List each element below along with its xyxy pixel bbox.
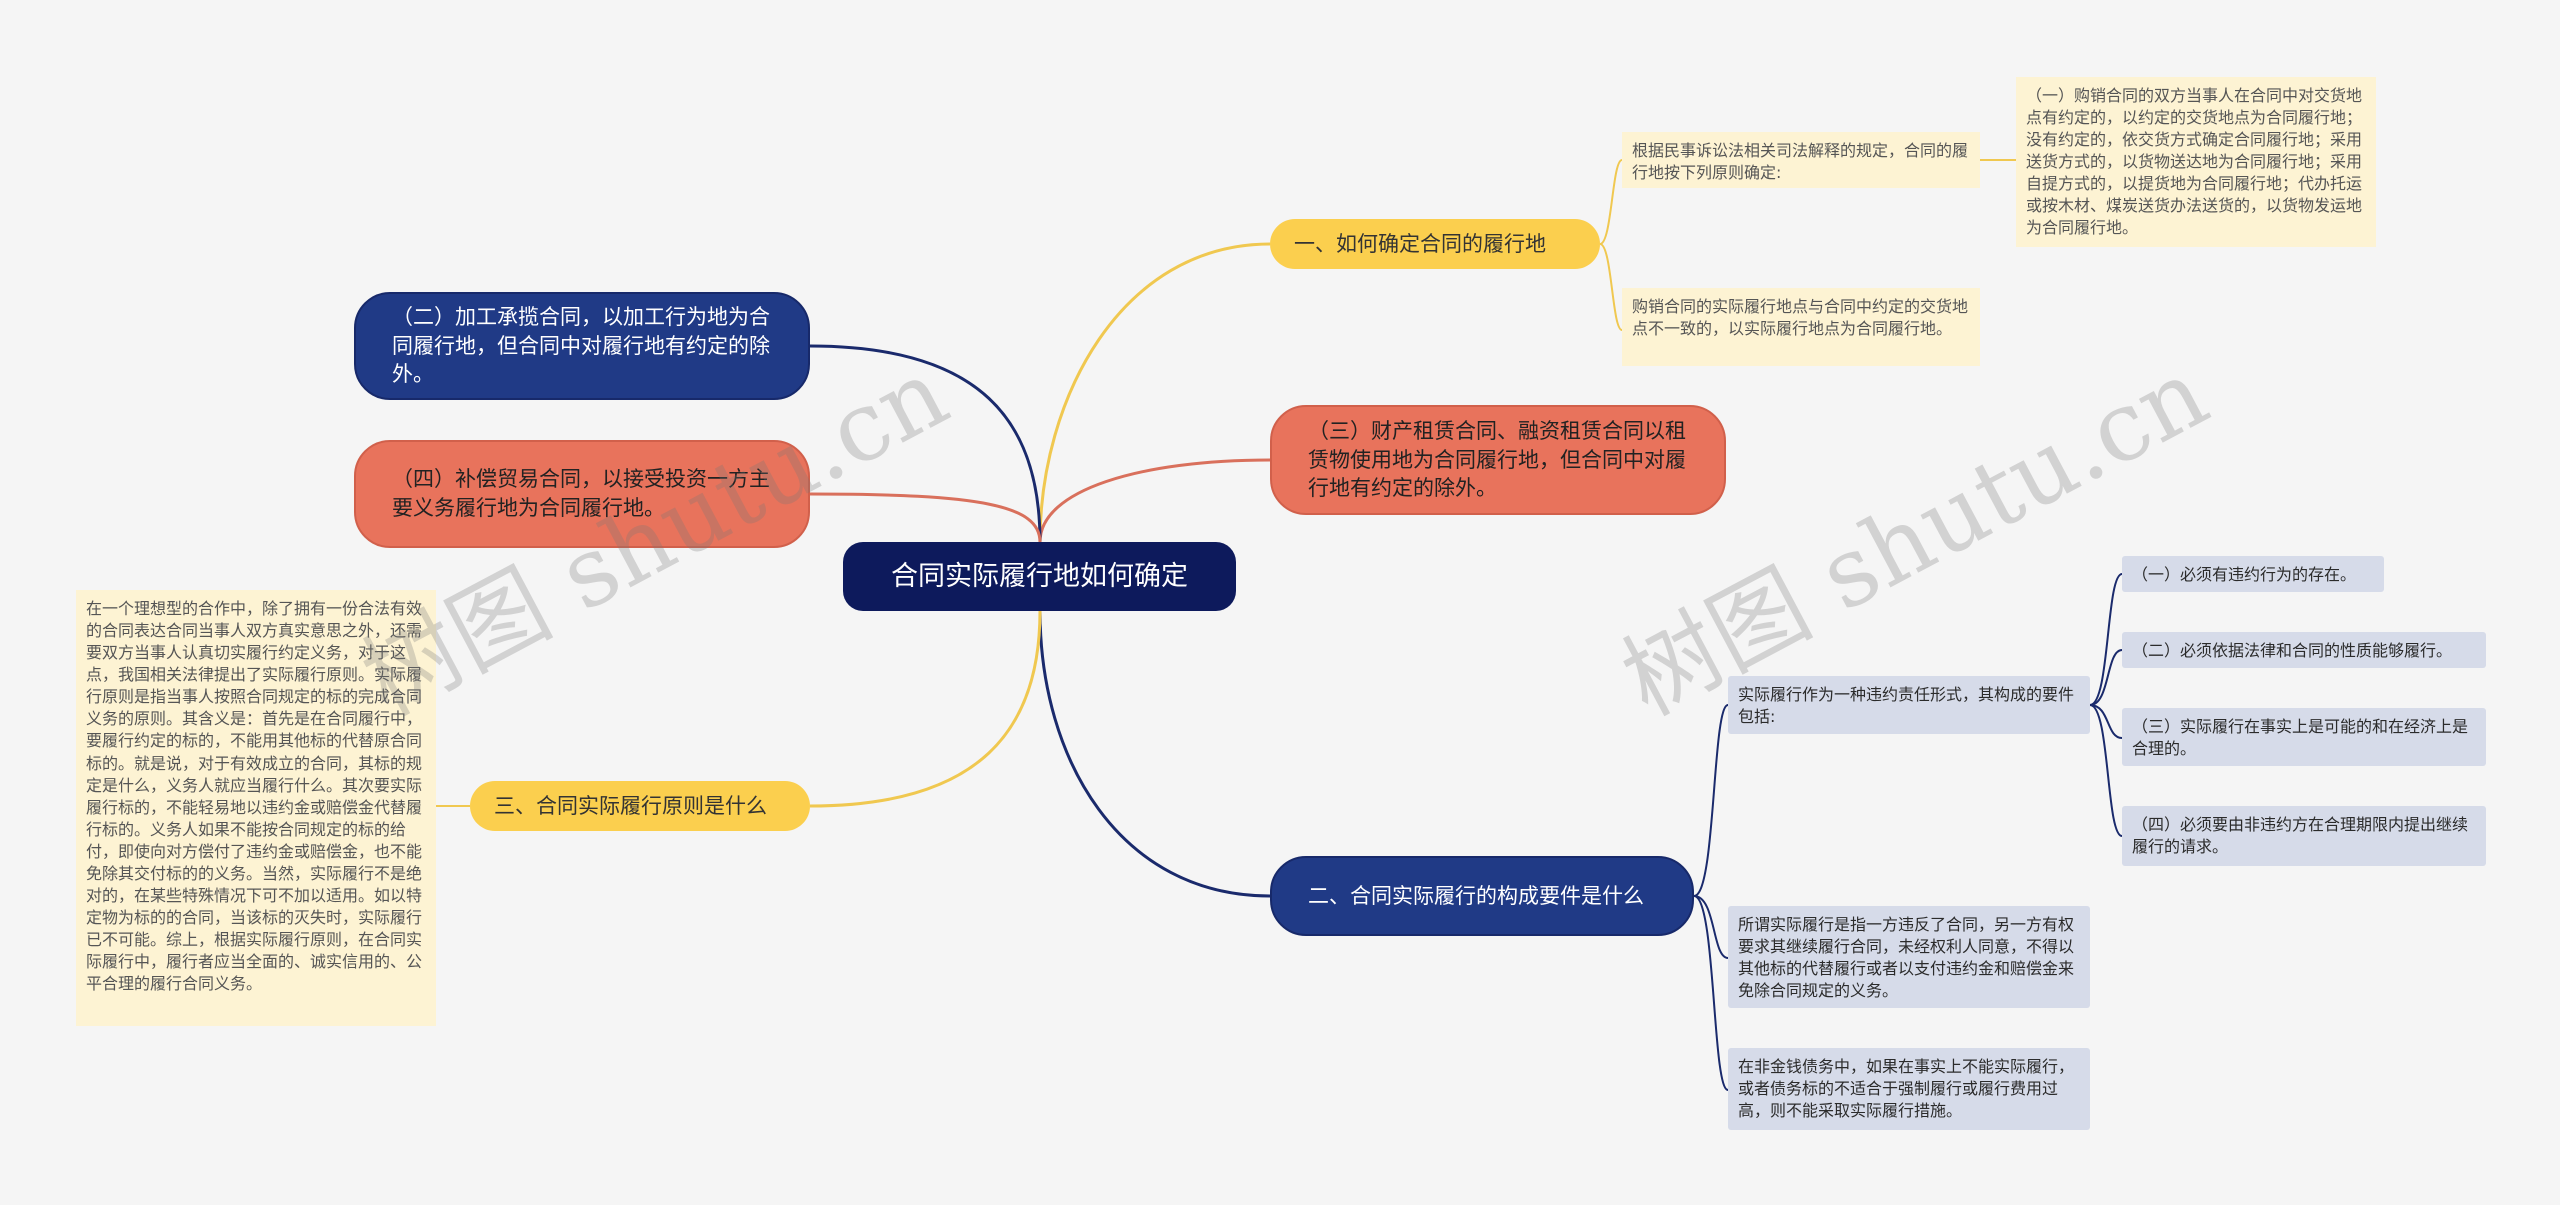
link-b1-a (1599, 159, 1623, 245)
leaf-element-law-nature[interactable]: （二）必须依据法律和合同的性质能够履行。 (2122, 632, 2486, 668)
branch-label: （二）加工承揽合同，以加工行为地为合同履行地，但合同中对履行地有约定的除外。 (392, 304, 770, 387)
link-b2a-a2 (2089, 649, 2123, 706)
leaf-element-feasible[interactable]: （三）实际履行在事实上是可能的和在经济上是合理的。 (2122, 708, 2486, 766)
leaf-text: 在一个理想型的合作中，除了拥有一份合法有效的合同表达合同当事人双方真实意思之外，… (86, 599, 423, 994)
link-b1-b (1599, 243, 1623, 331)
root-node[interactable]: 合同实际履行地如何确定 (843, 542, 1236, 611)
link-b2a-a4 (2089, 704, 2123, 837)
leaf-definition[interactable]: 所谓实际履行是指一方违反了合同，另一方有权要求其继续履行合同，未经权利人同意，不… (1728, 906, 2090, 1008)
root-label: 合同实际履行地如何确定 (891, 560, 1188, 592)
leaf-text: （一）购销合同的双方当事人在合同中对交货地点有约定的，以约定的交货地点为合同履行… (2026, 86, 2363, 238)
link-b2a-a1 (2089, 573, 2123, 706)
branch-label: （四）补偿贸易合同，以接受投资一方主要义务履行地为合同履行地。 (392, 467, 770, 520)
leaf-text: 购销合同的实际履行地点与合同中约定的交货地点不一致的，以实际履行地点为合同履行地… (1632, 297, 1969, 339)
link-root-b4 (809, 344, 1042, 543)
branch-label: 一、如何确定合同的履行地 (1294, 231, 1546, 256)
link-b2a-a3 (2089, 704, 2123, 739)
leaf-actual-place-differs[interactable]: 购销合同的实际履行地点与合同中约定的交货地点不一致的，以实际履行地点为合同履行地… (1622, 288, 1980, 366)
leaf-text: 根据民事诉讼法相关司法解释的规定，合同的履行地按下列原则确定: (1632, 141, 1969, 183)
leaf-sales-contract-delivery[interactable]: （一）购销合同的双方当事人在合同中对交货地点有约定的，以约定的交货地点为合同履行… (2016, 77, 2376, 247)
leaf-text: 实际履行作为一种违约责任形式，其构成的要件包括: (1738, 685, 2075, 727)
leaf-text: （二）必须依据法律和合同的性质能够履行。 (2132, 641, 2453, 660)
branch-constituent-elements[interactable]: 二、合同实际履行的构成要件是什么 (1270, 856, 1694, 936)
branch-compensation-trade-contract[interactable]: （四）补偿贸易合同，以接受投资一方主要义务履行地为合同履行地。 (354, 440, 810, 548)
link-b2-c (1693, 895, 1729, 1091)
branch-actual-performance-principle[interactable]: 三、合同实际履行原则是什么 (470, 781, 810, 831)
branch-label: 三、合同实际履行原则是什么 (494, 793, 767, 818)
link-root-b3 (809, 610, 1042, 808)
leaf-element-breach[interactable]: （一）必须有违约行为的存在。 (2122, 556, 2384, 592)
link-root-b2 (1038, 610, 1271, 898)
branch-processing-contract[interactable]: （二）加工承揽合同，以加工行为地为合同履行地，但合同中对履行地有约定的除外。 (354, 292, 810, 400)
leaf-civil-procedure-rule[interactable]: 根据民事诉讼法相关司法解释的规定，合同的履行地按下列原则确定: (1622, 132, 1980, 188)
leaf-liability-elements[interactable]: 实际履行作为一种违约责任形式，其构成的要件包括: (1728, 676, 2090, 734)
link-root-b1 (1038, 242, 1271, 543)
leaf-element-request[interactable]: （四）必须要由非违约方在合理期限内提出继续履行的请求。 (2122, 806, 2486, 866)
leaf-text: （四）必须要由非违约方在合理期限内提出继续履行的请求。 (2132, 815, 2469, 857)
branch-label: 二、合同实际履行的构成要件是什么 (1308, 883, 1644, 908)
leaf-text: （三）实际履行在事实上是可能的和在经济上是合理的。 (2132, 717, 2469, 759)
branch-how-to-determine-place[interactable]: 一、如何确定合同的履行地 (1270, 219, 1600, 269)
branch-label: （三）财产租赁合同、融资租赁合同以租赁物使用地为合同履行地，但合同中对履行地有约… (1308, 418, 1686, 501)
link-b2-b (1693, 895, 1729, 959)
link-root-b5 (809, 492, 1042, 543)
leaf-non-monetary-debt[interactable]: 在非金钱债务中，如果在事实上不能实际履行，或者债务标的不适合于强制履行或履行费用… (1728, 1048, 2090, 1130)
link-b2-a (1693, 704, 1729, 897)
branch-property-lease-contract[interactable]: （三）财产租赁合同、融资租赁合同以租赁物使用地为合同履行地，但合同中对履行地有约… (1270, 405, 1726, 515)
leaf-principle-explanation[interactable]: 在一个理想型的合作中，除了拥有一份合法有效的合同表达合同当事人双方真实意思之外，… (76, 590, 436, 1026)
leaf-text: 在非金钱债务中，如果在事实上不能实际履行，或者债务标的不适合于强制履行或履行费用… (1738, 1057, 2075, 1121)
leaf-text: （一）必须有违约行为的存在。 (2132, 565, 2357, 584)
leaf-text: 所谓实际履行是指一方违反了合同，另一方有权要求其继续履行合同，未经权利人同意，不… (1738, 915, 2075, 1001)
link-root-b6 (1038, 458, 1271, 543)
